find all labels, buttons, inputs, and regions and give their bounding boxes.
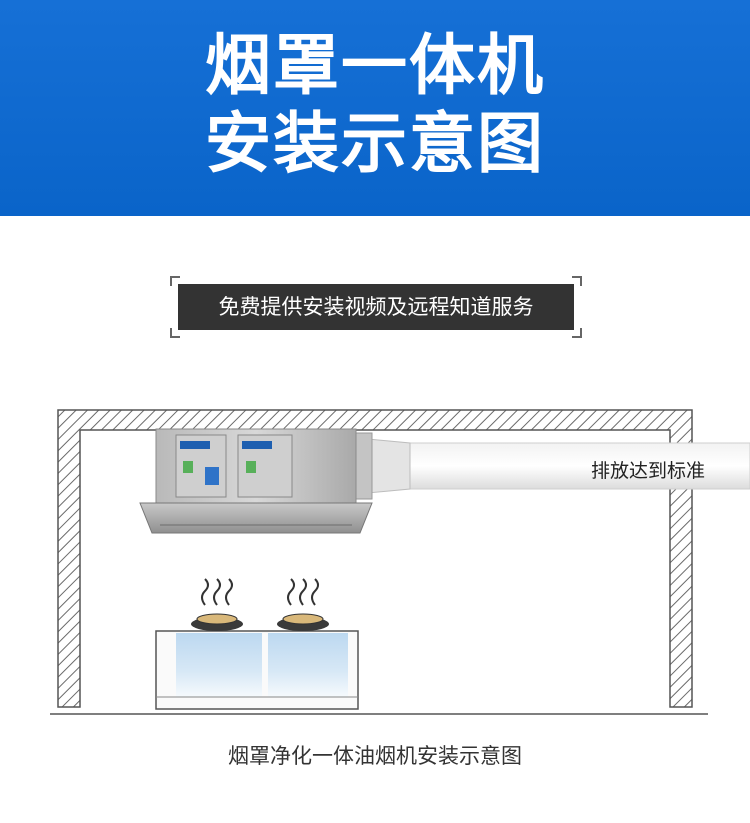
frame-corner	[170, 328, 180, 338]
exhaust-label: 排放达到标准	[591, 460, 706, 482]
service-badge-frame: 免费提供安装视频及远程知道服务	[170, 276, 582, 338]
frame-corner	[572, 328, 582, 338]
burner-right	[277, 578, 329, 631]
page-title-line2: 安装示意图	[205, 105, 545, 182]
frame-corner	[572, 276, 582, 286]
exhaust-duct	[353, 432, 750, 500]
building-wall	[50, 409, 708, 715]
burner-left	[191, 578, 243, 631]
diagram-caption: 烟罩净化一体油烟机安装示意图	[228, 744, 522, 768]
service-badge: 免费提供安装视频及远程知道服务	[178, 284, 574, 330]
page-title-line1: 烟罩一体机	[205, 27, 545, 104]
cooktop-table	[155, 630, 359, 710]
installation-diagram	[50, 409, 750, 715]
header-banner: 烟罩一体机 安装示意图	[0, 0, 750, 216]
frame-corner	[170, 276, 180, 286]
hood-purifier-unit	[139, 428, 373, 534]
